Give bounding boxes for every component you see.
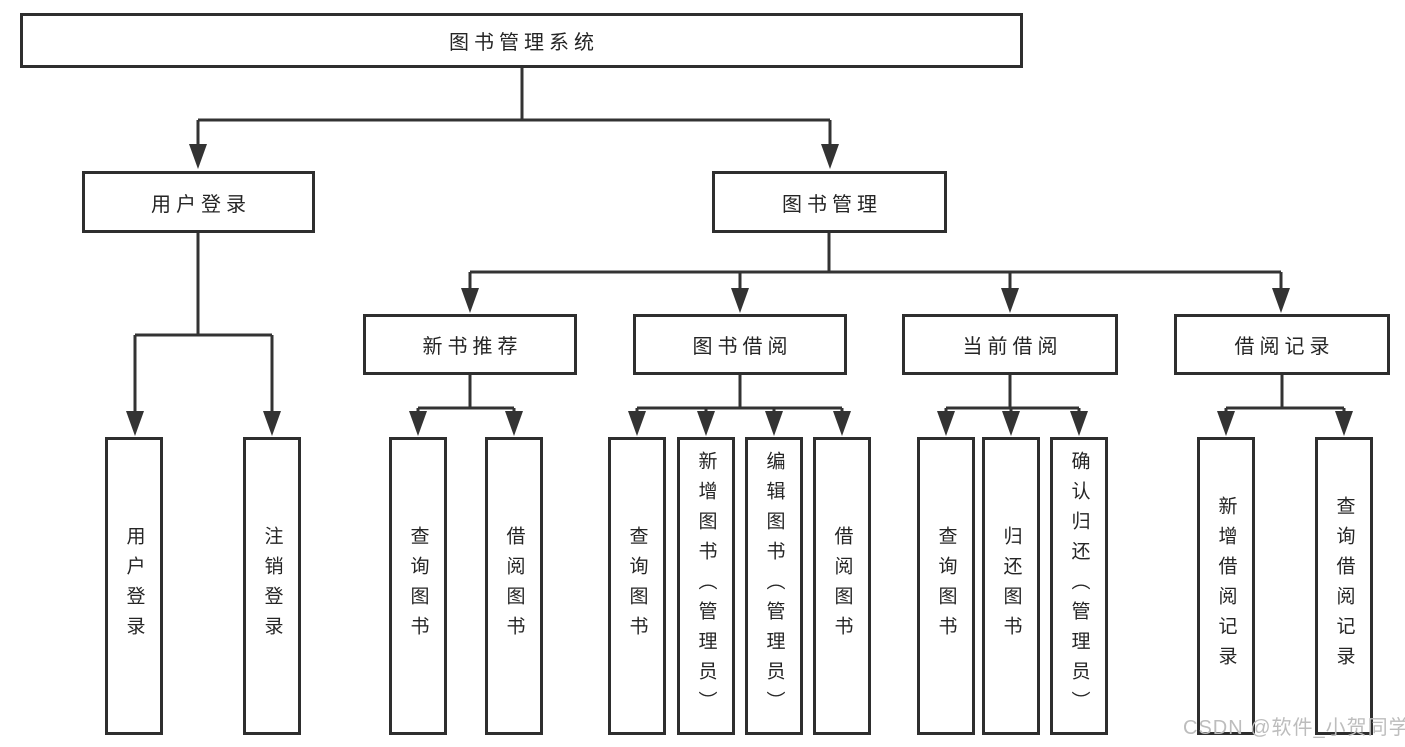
- leaf-add-book-admin: 新增图书（管理员）: [677, 437, 735, 735]
- leaf-borrow-books-recommend: 借阅图书: [485, 437, 543, 735]
- arrowhead: [1070, 411, 1088, 436]
- arrowhead: [461, 288, 479, 313]
- arrowheads: [126, 144, 1353, 436]
- leaf-logout: 注销登录: [243, 437, 301, 735]
- arrowhead: [1001, 288, 1019, 313]
- arrowhead: [409, 411, 427, 436]
- leaf-label: 查询借阅记录: [1333, 496, 1355, 676]
- leaf-add-borrow-record: 新增借阅记录: [1197, 437, 1255, 735]
- leaf-label: 确认归还（管理员）: [1068, 451, 1090, 721]
- arrowhead: [505, 411, 523, 436]
- node-current-borrow: 当前借阅: [902, 314, 1118, 375]
- leaf-query-books-recommend: 查询图书: [389, 437, 447, 735]
- leaf-label: 新增借阅记录: [1215, 496, 1237, 676]
- node-label: 当前借阅: [962, 336, 1063, 358]
- leaf-label: 借阅图书: [831, 526, 853, 646]
- arrowhead: [765, 411, 783, 436]
- leaf-query-borrow-record: 查询借阅记录: [1315, 437, 1373, 735]
- arrowhead: [126, 411, 144, 436]
- watermark: CSDN @软件_小贺同学: [1183, 717, 1405, 739]
- arrowhead: [1002, 411, 1020, 436]
- leaf-edit-book-admin: 编辑图书（管理员）: [745, 437, 803, 735]
- leaf-label: 查询图书: [626, 526, 648, 646]
- node-borrow-records: 借阅记录: [1174, 314, 1390, 375]
- leaf-confirm-return-admin: 确认归还（管理员）: [1050, 437, 1108, 735]
- leaf-label: 查询图书: [935, 526, 957, 646]
- arrowhead: [1217, 411, 1235, 436]
- leaf-label: 归还图书: [1000, 526, 1022, 646]
- node-label: 借阅记录: [1234, 336, 1335, 358]
- arrowhead: [821, 144, 839, 169]
- node-book-management: 图书管理: [712, 171, 947, 233]
- connector-current-borrow-split: [944, 375, 1081, 415]
- arrowhead: [189, 144, 207, 169]
- leaf-user-login: 用户登录: [105, 437, 163, 735]
- node-system-root: 图书管理系统: [20, 13, 1023, 68]
- leaf-query-books-borrow: 查询图书: [608, 437, 666, 735]
- node-label: 图书管理系统: [449, 32, 599, 54]
- arrowhead: [833, 411, 851, 436]
- arrowhead: [937, 411, 955, 436]
- node-label: 用户登录: [151, 193, 251, 216]
- connector-user-login-split: [133, 233, 274, 415]
- connector-lines: [133, 68, 1346, 415]
- leaf-label: 用户登录: [123, 526, 145, 646]
- arrowhead: [263, 411, 281, 436]
- leaf-label: 编辑图书（管理员）: [763, 451, 785, 721]
- arrowhead: [697, 411, 715, 436]
- connector-book-management-split: [468, 233, 1283, 291]
- leaf-label: 查询图书: [407, 526, 429, 646]
- node-new-book-recommend: 新书推荐: [363, 314, 577, 375]
- node-label: 新书推荐: [422, 336, 523, 358]
- arrowhead: [628, 411, 646, 436]
- leaf-borrow-books: 借阅图书: [813, 437, 871, 735]
- arrowhead: [1272, 288, 1290, 313]
- leaf-label: 注销登录: [261, 526, 283, 646]
- connector-root-split: [196, 68, 832, 147]
- connector-new-book-split: [416, 375, 516, 415]
- node-label: 图书管理: [782, 193, 882, 216]
- connector-book-borrow-split: [635, 375, 844, 415]
- leaf-label: 新增图书（管理员）: [695, 451, 717, 721]
- arrowhead: [1335, 411, 1353, 436]
- leaf-label: 借阅图书: [503, 526, 525, 646]
- node-user-login: 用户登录: [82, 171, 315, 233]
- node-book-borrow: 图书借阅: [633, 314, 847, 375]
- arrowhead: [731, 288, 749, 313]
- node-label: 图书借阅: [692, 336, 793, 358]
- leaf-return-books: 归还图书: [982, 437, 1040, 735]
- leaf-query-books-current: 查询图书: [917, 437, 975, 735]
- connector-borrow-records-split: [1224, 375, 1346, 415]
